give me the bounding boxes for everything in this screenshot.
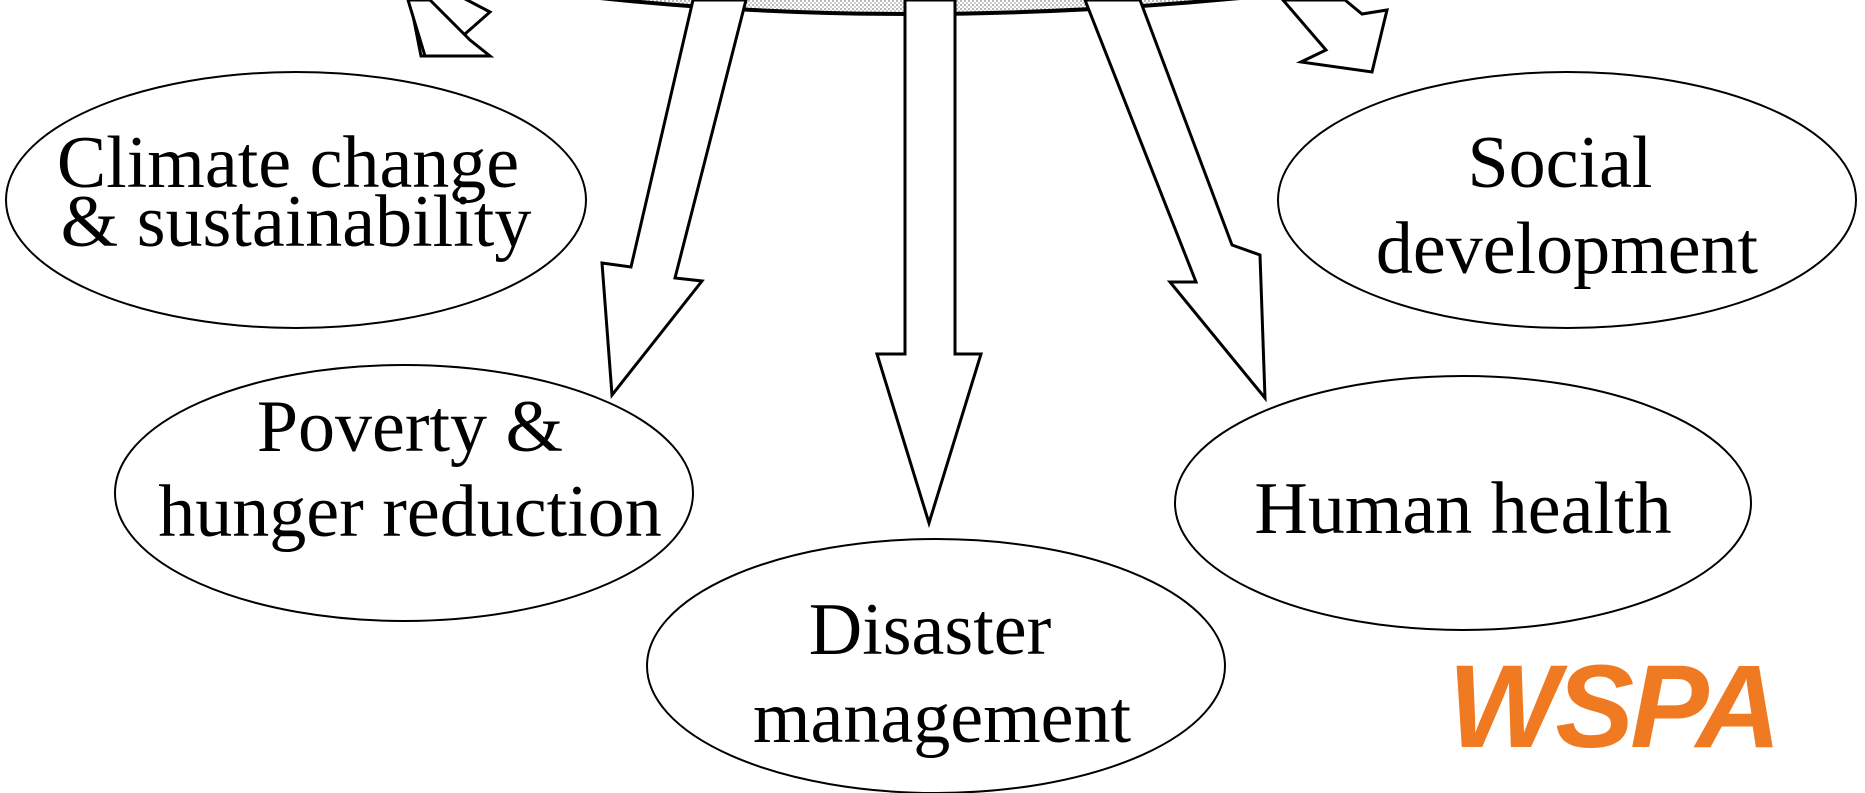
arrow-to-poverty (600, 0, 748, 399)
arrow-to-social (1281, 0, 1389, 74)
wspa-logo: WSPA (1448, 641, 1777, 773)
arrow-to-health (1083, 0, 1267, 403)
node-disaster-label-line2: management (753, 677, 1131, 759)
node-climate-ellipse (5, 71, 587, 329)
node-poverty-label-line2: hunger reduction (158, 471, 661, 553)
arrow-to-climate-head (406, 0, 495, 58)
node-health-ellipse (1174, 375, 1752, 631)
node-poverty-label-line1: Poverty & (257, 386, 563, 468)
node-disaster-ellipse (646, 538, 1226, 793)
node-climate-label-line1: Climate change (57, 122, 519, 204)
node-social-label-line1: Social (1468, 122, 1653, 204)
arrow-to-disaster (874, 0, 984, 529)
node-social-ellipse (1277, 71, 1857, 329)
node-health-label-line1: Human health (1254, 468, 1671, 550)
node-disaster-label-line1: Disaster (809, 589, 1052, 671)
node-social-label-line2: development (1376, 208, 1759, 290)
node-climate-label-line2: & sustainability (61, 181, 532, 263)
node-poverty-ellipse (114, 364, 694, 622)
